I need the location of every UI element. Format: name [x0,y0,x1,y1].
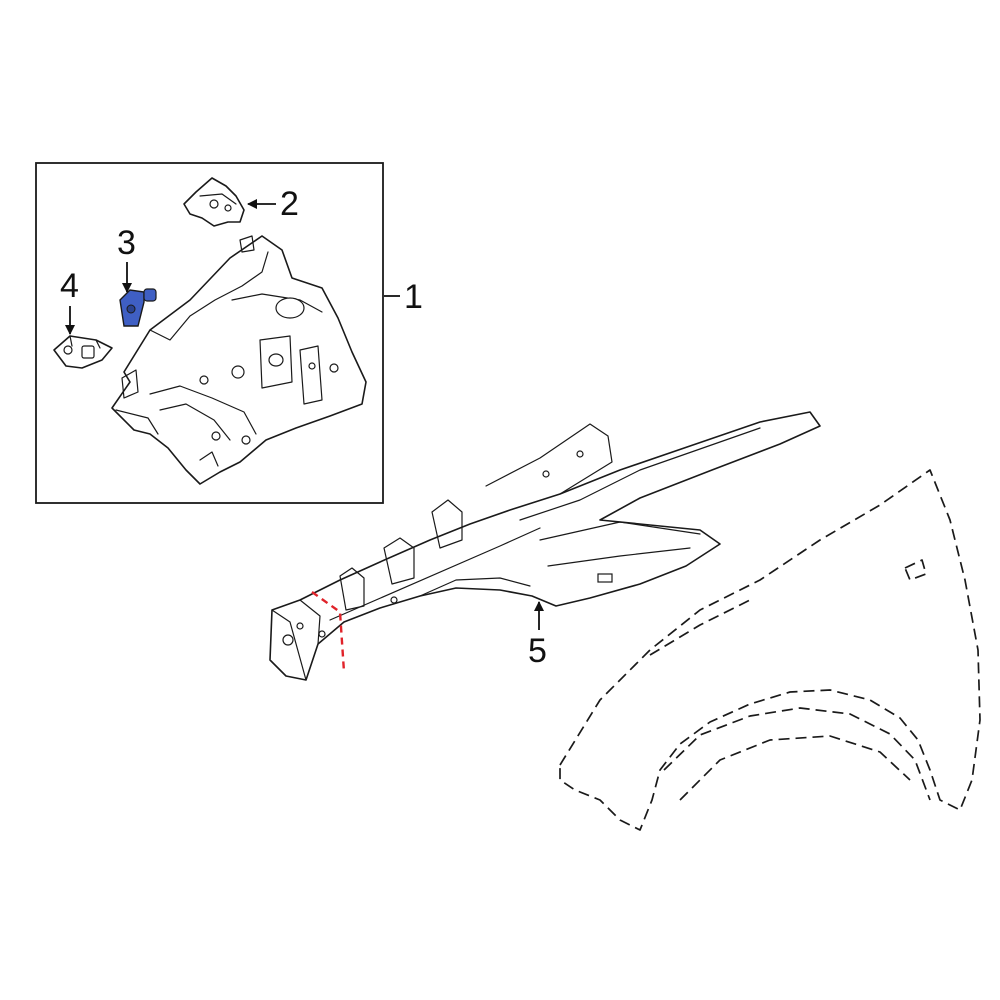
inset-frame [35,162,384,504]
callout-4: 4 [60,267,79,305]
fender-outline [559,469,981,831]
highlighted-bracket[interactable] [119,288,157,327]
cut-line [311,591,346,673]
apron-assembly[interactable] [111,235,367,485]
callout-5: 5 [528,632,547,670]
callout-3: 3 [117,224,136,262]
callout-2: 2 [280,185,299,223]
mount-plate[interactable] [53,335,113,369]
upper-bracket[interactable] [183,177,245,227]
callout-1: 1 [404,278,423,316]
frame-rail[interactable] [269,411,821,681]
